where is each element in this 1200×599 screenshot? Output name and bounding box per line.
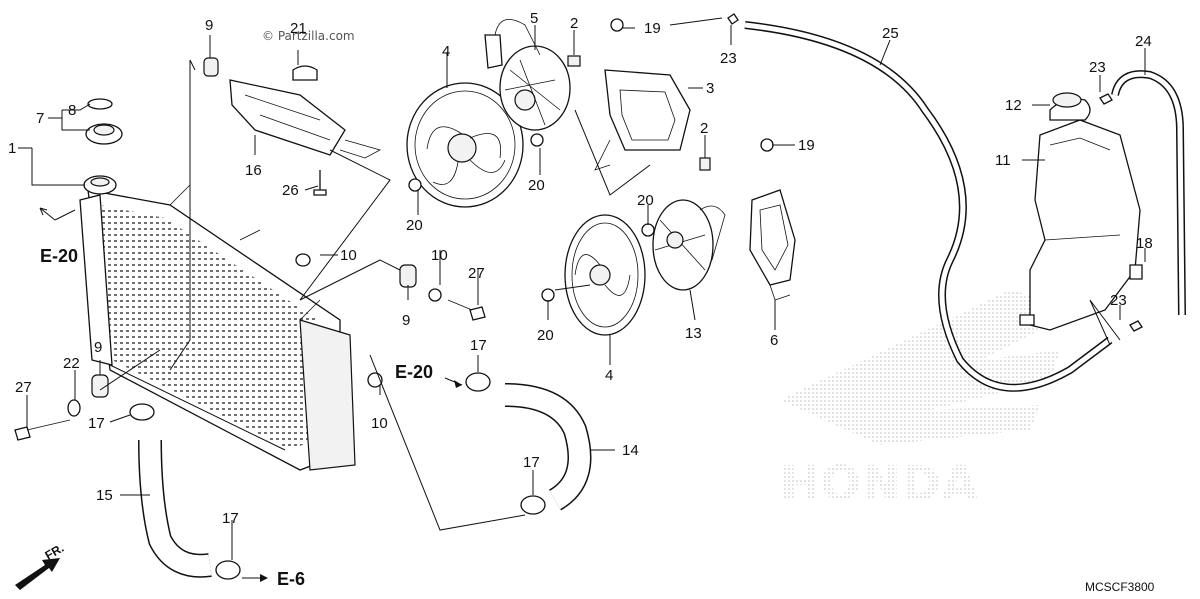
callout-4: 4 — [442, 43, 450, 60]
callout-23: 23 — [720, 50, 737, 67]
callout-20: 20 — [406, 217, 423, 234]
callout-12: 12 — [1005, 97, 1022, 114]
honda-wing-logo: HONDA — [780, 290, 1060, 512]
fan-motor-lower — [652, 199, 726, 291]
fan-shroud-lower — [699, 157, 796, 301]
callout-17: 17 — [470, 337, 487, 354]
leader-lines — [18, 17, 1146, 560]
radiator — [79, 184, 356, 471]
lower-hose-14 — [504, 383, 592, 511]
callout-27: 27 — [15, 379, 32, 396]
callout-9: 9 — [205, 17, 213, 34]
callout-23: 23 — [1089, 59, 1106, 76]
reference-e6[interactable]: E-6 — [277, 569, 305, 589]
callout-15: 15 — [96, 487, 113, 504]
callout-7: 7 — [36, 110, 44, 127]
radiator-cap — [83, 98, 123, 195]
callout-labels: 1 2 2 3 4 4 5 6 7 8 9 9 9 10 10 10 11 12… — [8, 10, 1153, 527]
reference-e20[interactable]: E-20 — [395, 362, 433, 382]
callout-10: 10 — [371, 415, 388, 432]
reference-arrows — [39, 207, 463, 582]
callout-8: 8 — [68, 102, 76, 119]
callout-27: 27 — [468, 265, 485, 282]
hose-clamps — [129, 372, 546, 580]
fan-lower — [564, 214, 646, 336]
callout-17: 17 — [88, 415, 105, 432]
callout-11: 11 — [995, 152, 1011, 169]
callout-17: 17 — [222, 510, 239, 527]
siphon-hose — [1111, 70, 1186, 316]
callout-21: 21 — [290, 20, 307, 37]
callout-1: 1 — [8, 140, 16, 157]
fan-shroud-upper — [567, 55, 691, 171]
callout-24: 24 — [1135, 33, 1152, 50]
callout-19: 19 — [644, 20, 661, 37]
callout-9: 9 — [402, 312, 410, 329]
section-references: E-20 E-20 E-6 — [40, 246, 433, 589]
honda-wordmark: HONDA — [780, 456, 978, 512]
diagram-code: MCSCF3800 — [1085, 580, 1155, 594]
callout-6: 6 — [770, 332, 778, 349]
callout-22: 22 — [63, 355, 80, 372]
watermark: © Partzilla.com — [262, 29, 355, 43]
radiator-bracket — [203, 57, 382, 196]
callout-5: 5 — [530, 10, 538, 27]
fan-upper — [406, 82, 524, 208]
callout-20: 20 — [637, 192, 654, 209]
callout-10: 10 — [340, 247, 357, 264]
svg-text:FR.: FR. — [43, 541, 67, 563]
callout-20: 20 — [528, 177, 545, 194]
fan-motor-upper — [484, 18, 571, 131]
callout-17: 17 — [523, 454, 540, 471]
lower-hose-15 — [138, 439, 212, 578]
reserve-tank — [1019, 92, 1143, 331]
overflow-hose — [744, 21, 1113, 392]
callout-19: 19 — [798, 137, 815, 154]
callout-9: 9 — [94, 339, 102, 356]
callout-13: 13 — [685, 325, 702, 342]
front-arrow: FR. — [15, 541, 66, 590]
callout-2: 2 — [570, 15, 578, 32]
reference-e20[interactable]: E-20 — [40, 246, 78, 266]
callout-16: 16 — [245, 162, 262, 179]
callout-26: 26 — [282, 182, 299, 199]
callout-25: 25 — [882, 25, 899, 42]
callout-23: 23 — [1110, 292, 1127, 309]
callout-20: 20 — [537, 327, 554, 344]
callout-14: 14 — [622, 442, 639, 459]
callout-3: 3 — [706, 80, 714, 97]
callout-4: 4 — [605, 367, 613, 384]
callout-2: 2 — [700, 120, 708, 137]
callout-10: 10 — [431, 247, 448, 264]
callout-18: 18 — [1136, 235, 1153, 252]
